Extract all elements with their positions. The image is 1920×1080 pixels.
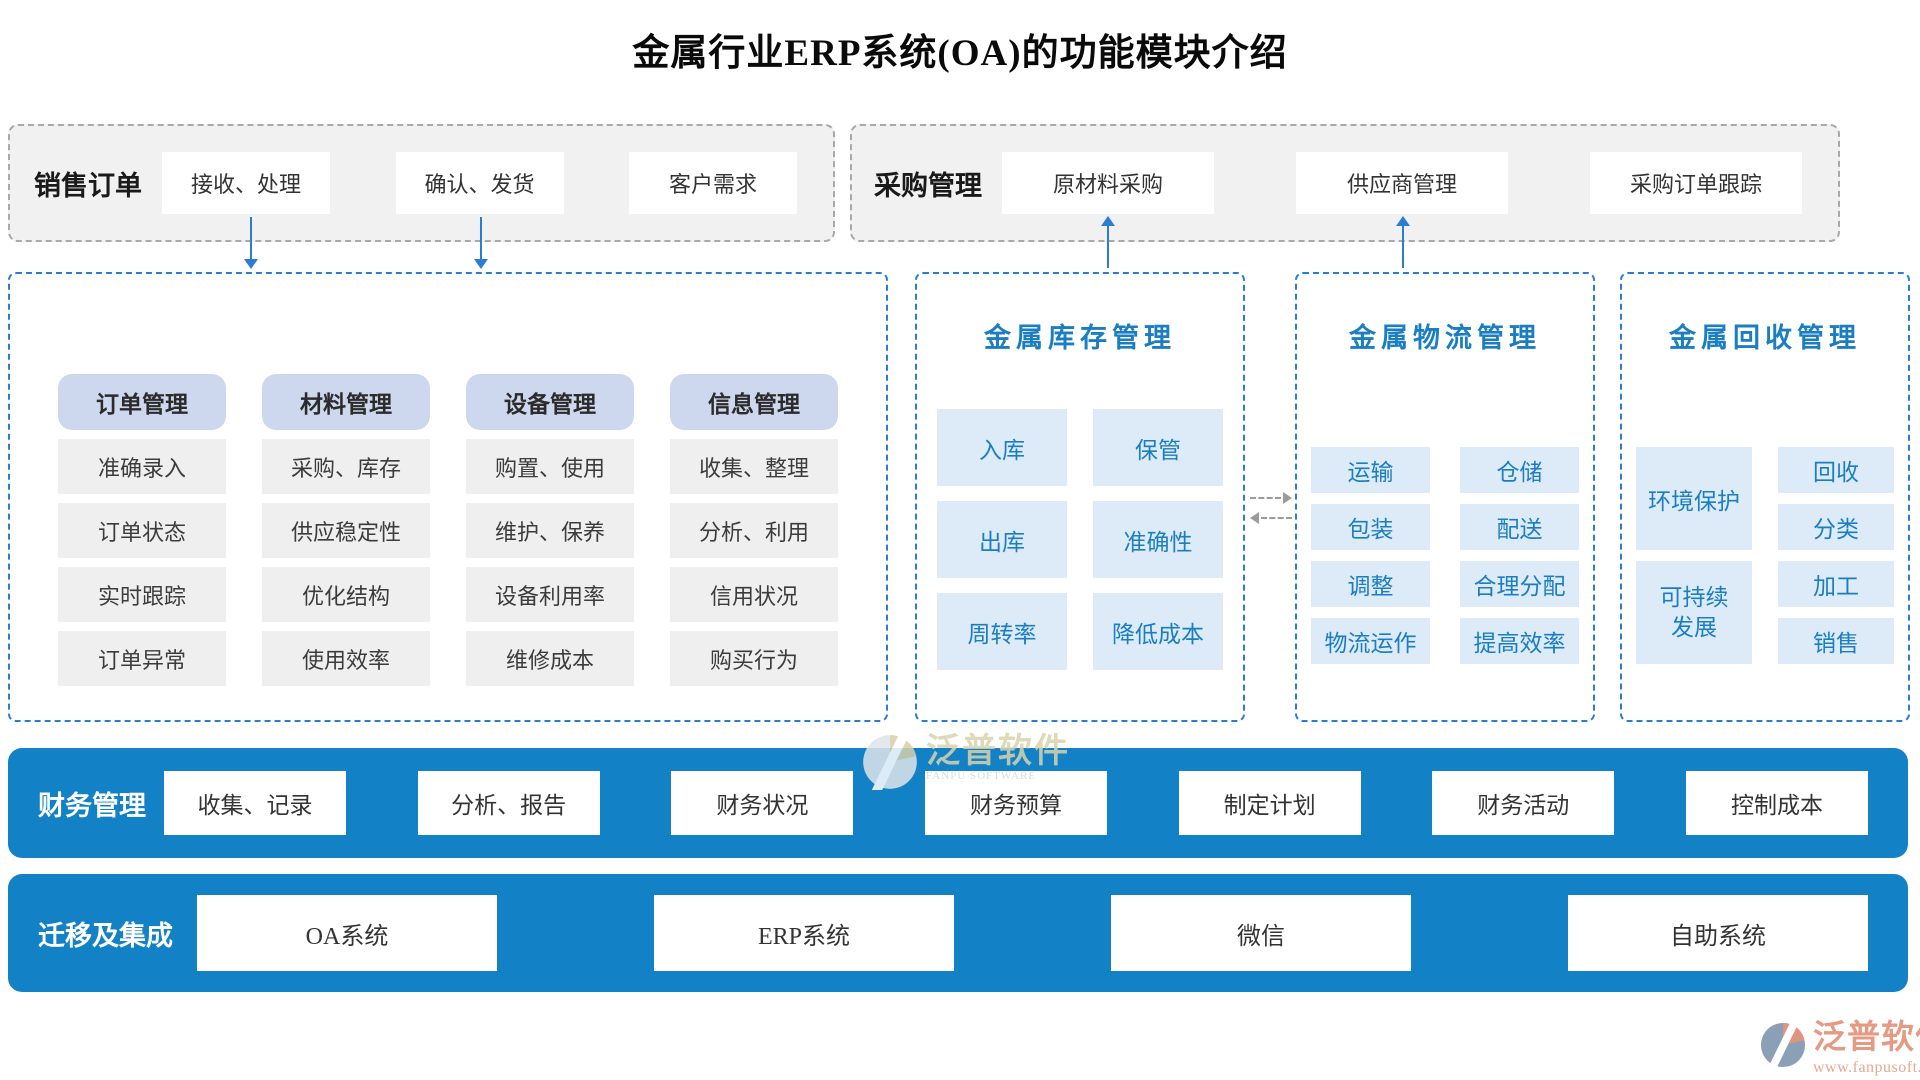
sales-item-customer-demand: 客户需求 — [629, 152, 797, 214]
logistics-cell: 物流运作 — [1311, 618, 1430, 664]
up-arrow — [1100, 216, 1116, 270]
integration-cell-oa: OA系统 — [197, 895, 497, 971]
integration-label: 迁移及集成 — [38, 920, 173, 951]
module-cell: 信用状况 — [670, 567, 838, 622]
module-cell: 订单状态 — [58, 503, 226, 558]
sales-item-receive-process: 接收、处理 — [162, 152, 330, 214]
integration-items: OA系统 ERP系统 微信 自助系统 — [197, 895, 1868, 971]
integration-cell-selfservice: 自助系统 — [1568, 895, 1868, 971]
core-modules-section: 订单管理 材料管理 设备管理 信息管理 准确录入 采购、库存 购置、使用 收集、… — [8, 272, 888, 722]
sales-order-label: 销售订单 — [34, 170, 142, 201]
logistics-management-section: 金属物流管理 运输 仓储 包装 配送 调整 合理分配 物流运作 提高效率 — [1295, 272, 1595, 722]
finance-label: 财务管理 — [38, 790, 146, 821]
inventory-cell: 周转率 — [937, 593, 1067, 670]
right-arrow — [1250, 492, 1292, 504]
sales-order-section: 销售订单 接收、处理 确认、发货 客户需求 — [8, 124, 835, 242]
module-cell: 收集、整理 — [670, 439, 838, 494]
page-title: 金属行业ERP系统(OA)的功能模块介绍 — [632, 33, 1288, 74]
module-cell: 设备利用率 — [466, 567, 634, 622]
inventory-cell: 保管 — [1093, 409, 1223, 486]
purchase-item-order-tracking: 采购订单跟踪 — [1590, 152, 1802, 214]
inventory-cell: 出库 — [937, 501, 1067, 578]
inventory-cell: 降低成本 — [1093, 593, 1223, 670]
module-header-order: 订单管理 — [58, 374, 226, 430]
finance-items: 收集、记录 分析、报告 财务状况 财务预算 制定计划 财务活动 控制成本 — [164, 771, 1868, 835]
migration-integration-bar: 迁移及集成 OA系统 ERP系统 微信 自助系统 — [8, 874, 1908, 992]
purchase-item-supplier: 供应商管理 — [1296, 152, 1508, 214]
purchase-management-section: 采购管理 原材料采购 供应商管理 采购订单跟踪 — [850, 124, 1840, 242]
logistics-cell: 包装 — [1311, 504, 1430, 550]
finance-cell: 财务预算 — [924, 771, 1107, 835]
logistics-cell: 仓储 — [1460, 447, 1579, 493]
inventory-cell: 准确性 — [1093, 501, 1223, 578]
recycling-items: 环境保护 回收 分类 可持续 发展 加工 销售 — [1636, 447, 1894, 664]
finance-cell: 控制成本 — [1685, 771, 1868, 835]
module-cell: 实时跟踪 — [58, 567, 226, 622]
module-header-material: 材料管理 — [262, 374, 430, 430]
logistics-cell: 提高效率 — [1460, 618, 1579, 664]
module-cell: 准确录入 — [58, 439, 226, 494]
finance-cell: 分析、报告 — [417, 771, 600, 835]
module-header-information: 信息管理 — [670, 374, 838, 430]
integration-cell-erp: ERP系统 — [654, 895, 954, 971]
inventory-items: 入库 保管 出库 准确性 周转率 降低成本 — [937, 409, 1223, 670]
module-cell: 维护、保养 — [466, 503, 634, 558]
logo-brand-text: 泛普软件 — [1813, 1020, 1920, 1056]
logistics-cell: 运输 — [1311, 447, 1430, 493]
logistics-cell: 配送 — [1460, 504, 1579, 550]
logistics-cell: 调整 — [1311, 561, 1430, 607]
recycling-cell: 回收 — [1778, 447, 1894, 493]
purchase-management-label: 采购管理 — [874, 170, 982, 201]
recycling-title: 金属回收管理 — [1669, 323, 1861, 353]
finance-cell: 财务活动 — [1432, 771, 1615, 835]
purchase-item-raw-material: 原材料采购 — [1002, 152, 1214, 214]
finance-cell: 收集、记录 — [164, 771, 346, 835]
finance-management-bar: 财务管理 收集、记录 分析、报告 财务状况 财务预算 制定计划 财务活动 控制成… — [8, 748, 1908, 858]
logo-url-text: www.fanpusoft.com — [1813, 1059, 1920, 1076]
module-cell: 优化结构 — [262, 567, 430, 622]
inventory-cell: 入库 — [937, 409, 1067, 486]
module-cell: 使用效率 — [262, 631, 430, 686]
module-cell: 维修成本 — [466, 631, 634, 686]
recycling-cell: 销售 — [1778, 618, 1894, 664]
module-cell: 订单异常 — [58, 631, 226, 686]
sales-order-items: 接收、处理 确认、发货 客户需求 — [162, 152, 797, 214]
module-cell: 供应稳定性 — [262, 503, 430, 558]
inventory-title: 金属库存管理 — [984, 323, 1176, 353]
recycling-cell: 可持续 发展 — [1636, 561, 1752, 664]
down-arrow — [243, 217, 259, 271]
left-arrow — [1250, 512, 1292, 524]
finance-cell: 财务状况 — [671, 771, 854, 835]
module-header-equipment: 设备管理 — [466, 374, 634, 430]
recycling-cell: 加工 — [1778, 561, 1894, 607]
logistics-cell: 合理分配 — [1460, 561, 1579, 607]
integration-cell-wechat: 微信 — [1111, 895, 1411, 971]
recycling-cell: 环境保护 — [1636, 447, 1752, 550]
module-cell: 分析、利用 — [670, 503, 838, 558]
logistics-title: 金属物流管理 — [1349, 323, 1541, 353]
finance-cell: 制定计划 — [1178, 771, 1361, 835]
module-cell: 采购、库存 — [262, 439, 430, 494]
recycling-management-section: 金属回收管理 环境保护 回收 分类 可持续 发展 加工 销售 — [1620, 272, 1910, 722]
down-arrow — [473, 217, 489, 271]
fanpu-logo-icon — [1760, 1017, 1806, 1073]
sales-item-confirm-ship: 确认、发货 — [395, 152, 564, 214]
purchase-items: 原材料采购 供应商管理 采购订单跟踪 — [1002, 152, 1802, 214]
module-cell: 购置、使用 — [466, 439, 634, 494]
recycling-cell: 分类 — [1778, 504, 1894, 550]
module-cell: 购买行为 — [670, 631, 838, 686]
up-arrow — [1395, 216, 1411, 270]
fanpu-logo-bottom-right: 泛普软件 www.fanpusoft.com — [1760, 1017, 1920, 1077]
inventory-management-section: 金属库存管理 入库 保管 出库 准确性 周转率 降低成本 — [915, 272, 1245, 722]
logistics-items: 运输 仓储 包装 配送 调整 合理分配 物流运作 提高效率 — [1311, 447, 1579, 664]
